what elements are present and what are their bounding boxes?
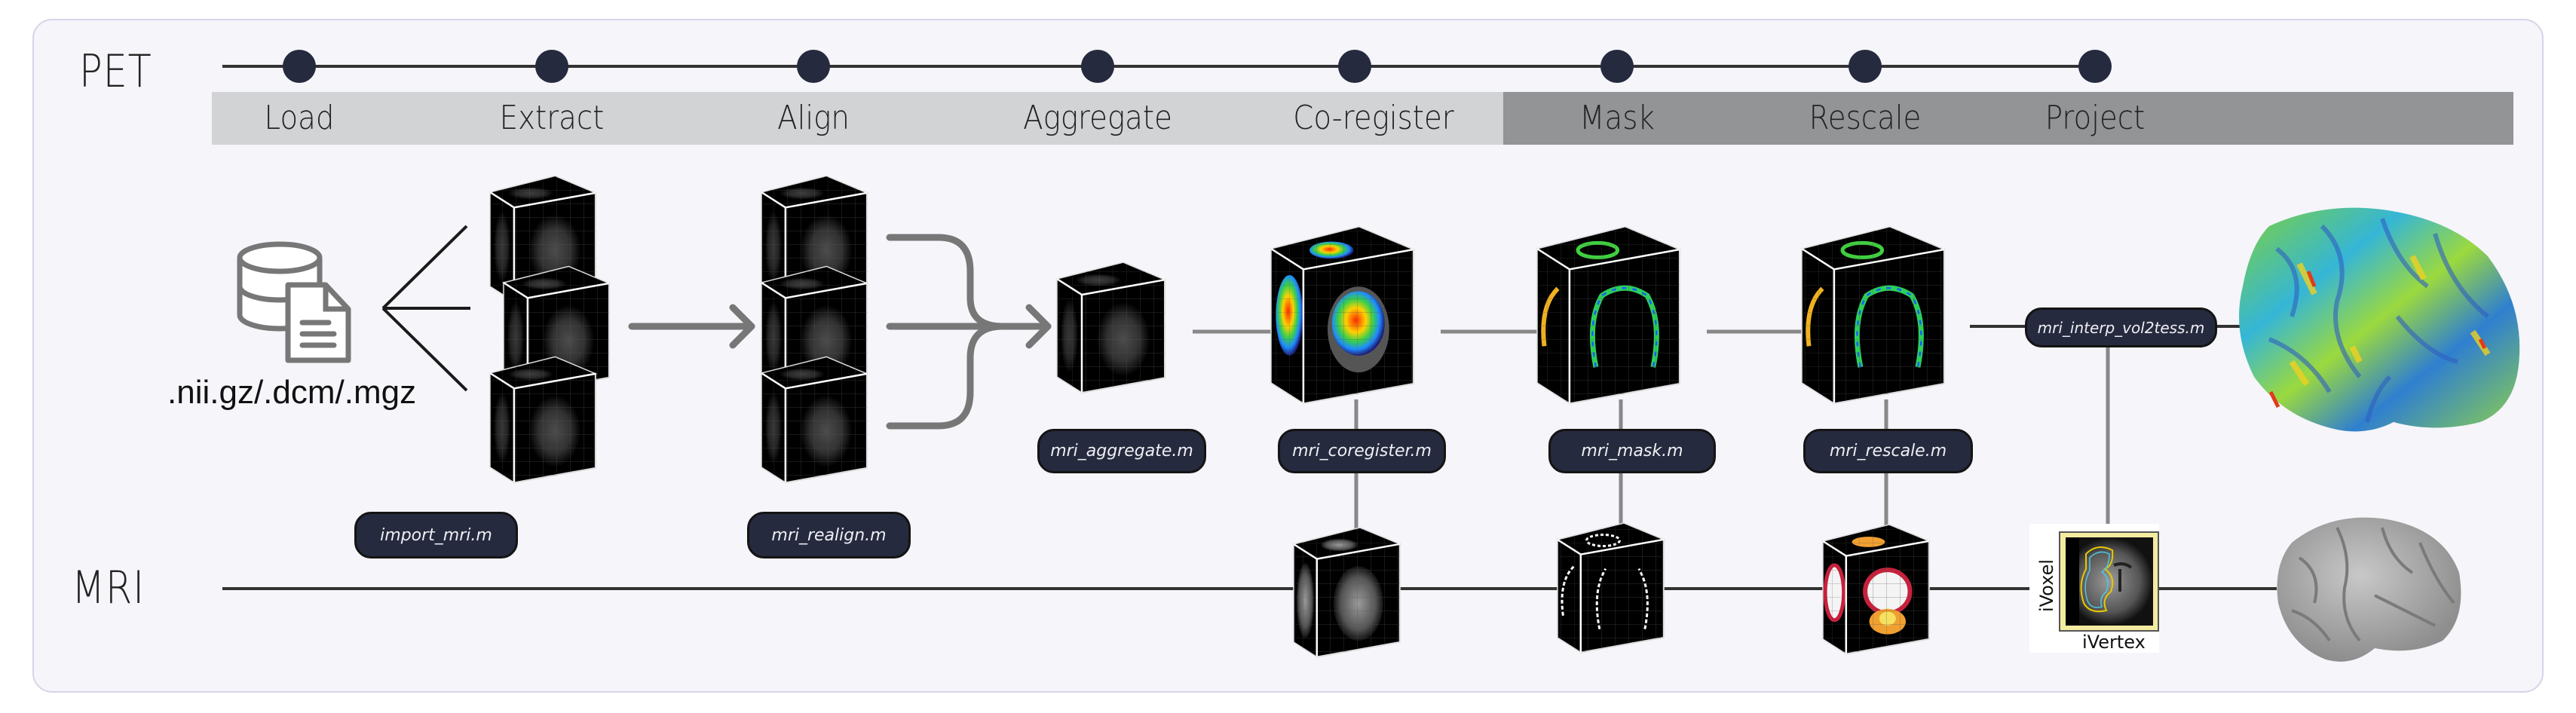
stage-label-aggregate: Aggregate	[1023, 99, 1172, 137]
mri-rescale-function[interactable]: mri_rescale.m	[1803, 429, 1973, 473]
aggregated-pet	[1055, 262, 1167, 394]
stage-label-load: Load	[264, 99, 335, 137]
input-formats-label: .nii.gz/.dcm/.mgz	[167, 374, 417, 411]
extract-frame-3	[489, 356, 598, 484]
stage-label-extract: Extract	[499, 99, 605, 137]
pet-cortical-surface	[2239, 207, 2520, 432]
mri-realign-function[interactable]: mri_realign.m	[747, 512, 911, 558]
mri-row-label: MRI	[72, 562, 145, 614]
aligned-frame-3	[760, 356, 869, 484]
masked-pet	[1536, 226, 1682, 405]
mri-cortical-surface	[2277, 517, 2461, 662]
align-to-aggregate-merge-arrow	[886, 234, 1052, 430]
extract-to-align-arrow	[628, 304, 755, 349]
mri-interp-vol2tess-function[interactable]: mri_interp_vol2tess.m	[2025, 308, 2217, 347]
stage-node-project	[2078, 50, 2112, 83]
rescaled-pet	[1800, 226, 1947, 405]
processing-stage-bar	[1503, 92, 2513, 145]
stage-node-rescale	[1849, 50, 1882, 83]
ivoxel-label: iVoxel	[2036, 558, 2058, 613]
stage-node-coregister	[1338, 50, 1371, 83]
stage-node-extract	[535, 50, 568, 83]
voxel-vertex-image	[2059, 531, 2159, 632]
coregistered-pet	[1270, 226, 1416, 405]
database-file-icon	[237, 241, 351, 363]
mri-gm-mask	[1556, 522, 1666, 653]
mri-t1	[1292, 527, 1402, 658]
mri-segmentation	[1821, 524, 1931, 655]
stage-label-mask: Mask	[1579, 99, 1655, 137]
vertical-connectors	[1354, 347, 2110, 543]
voxel-vertex-mapping: iVoxel iVertex	[2029, 524, 2159, 653]
stage-label-project: Project	[2045, 99, 2146, 137]
mri-coregister-function[interactable]: mri_coregister.m	[1278, 429, 1446, 473]
stage-node-aggregate	[1081, 50, 1114, 83]
load-fork-lines	[381, 225, 470, 392]
preprocessing-stage-bar	[212, 92, 1503, 145]
pet-row-label: PET	[79, 45, 152, 98]
stage-node-load	[283, 50, 316, 83]
mri-mask-function[interactable]: mri_mask.m	[1548, 429, 1716, 473]
import-mri-function[interactable]: import_mri.m	[354, 512, 518, 558]
ivertex-label: iVertex	[2082, 632, 2146, 653]
stage-label-rescale: Rescale	[1809, 99, 1922, 137]
stage-label-coregister: Co-register	[1293, 99, 1454, 137]
stage-node-align	[797, 50, 830, 83]
stage-label-align: Align	[777, 99, 850, 137]
mri-aggregate-function[interactable]: mri_aggregate.m	[1037, 429, 1206, 473]
stage-node-mask	[1600, 50, 1634, 83]
